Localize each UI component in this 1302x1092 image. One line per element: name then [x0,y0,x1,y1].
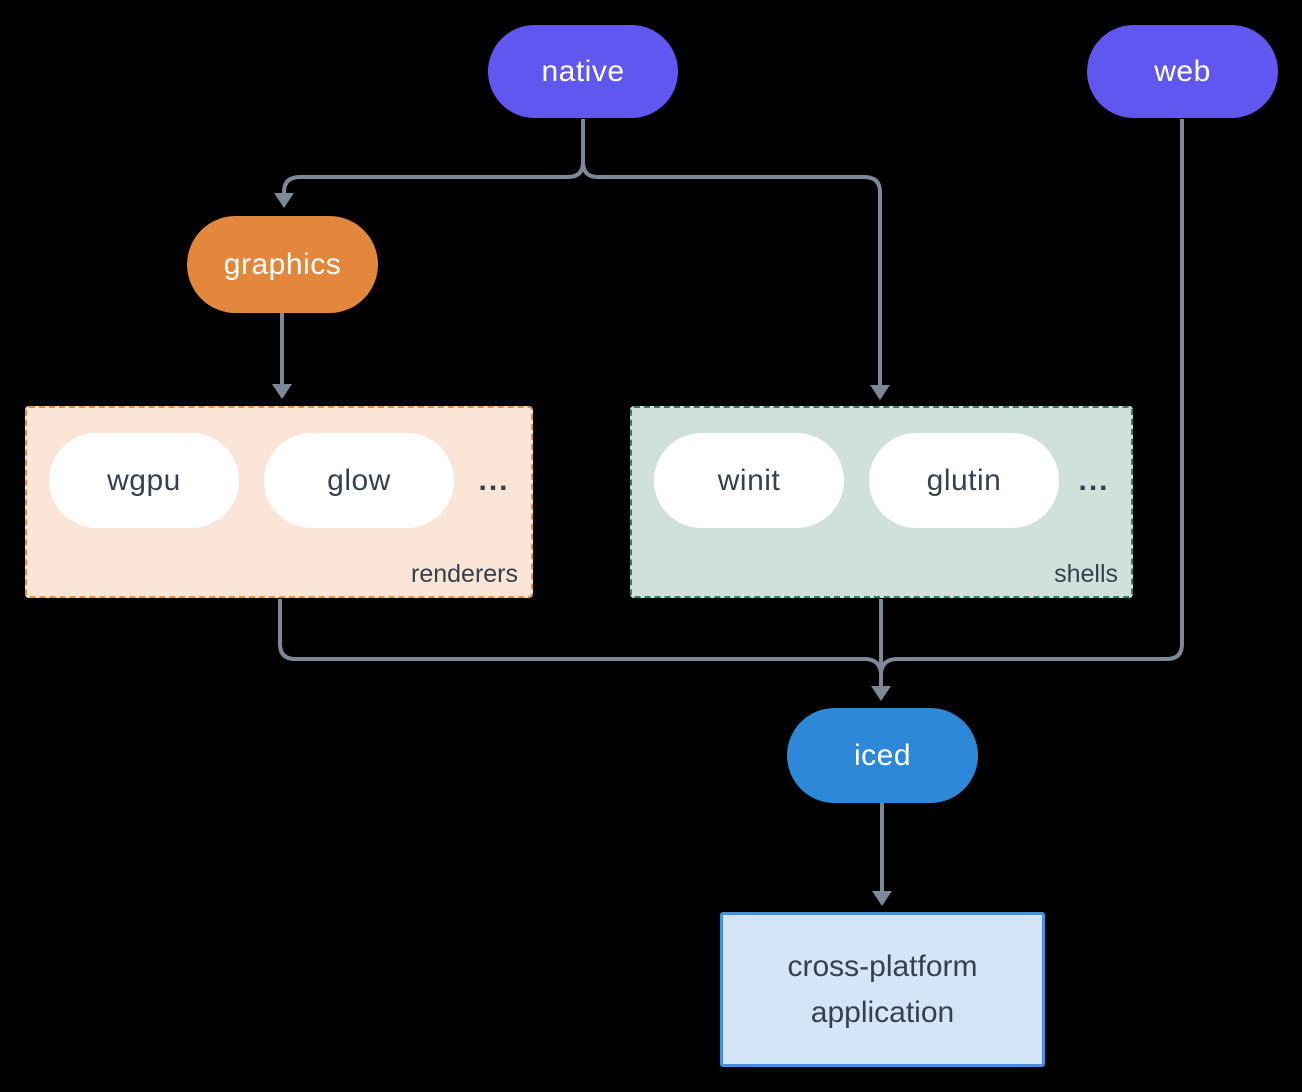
node-glow-label: glow [327,463,391,497]
edge-iced-application-arrowhead [872,891,892,906]
edge-native-shells-arrowhead [870,385,890,400]
node-iced: iced [787,708,978,803]
node-cross-platform-application-label: cross-platform application [787,949,978,1029]
node-native: native [488,25,678,118]
edge-native-shells-line [581,119,882,386]
group-shells-label: shells [1054,560,1118,588]
node-winit-label: winit [717,463,781,497]
edge-merge-iced-arrowhead [871,686,891,701]
group-shells: winit glutin ... shells [630,406,1133,598]
group-renderers: wgpu glow ... renderers [25,406,533,598]
group-renderers-label: renderers [411,560,518,588]
node-iced-label: iced [853,738,912,772]
node-cross-platform-application: cross-platform application [720,912,1045,1067]
node-native-label: native [541,54,625,88]
node-glutin: glutin [869,433,1059,528]
node-glutin-label: glutin [926,463,1002,497]
node-wgpu: wgpu [49,433,239,528]
edge-native-graphics-arrowhead [274,193,294,208]
node-graphics-label: graphics [223,247,342,281]
node-winit: winit [654,433,844,528]
shells-ellipsis: ... [1078,463,1110,497]
edge-graphics-renderers-arrowhead [272,384,292,399]
node-glow: glow [264,433,454,528]
edge-renderers-iced-line [278,599,883,676]
node-graphics: graphics [187,216,378,313]
renderers-ellipsis: ... [478,463,510,497]
node-wgpu-label: wgpu [107,463,181,497]
node-web: web [1087,25,1278,118]
edge-native-graphics-line [282,119,585,194]
node-web-label: web [1154,54,1211,88]
